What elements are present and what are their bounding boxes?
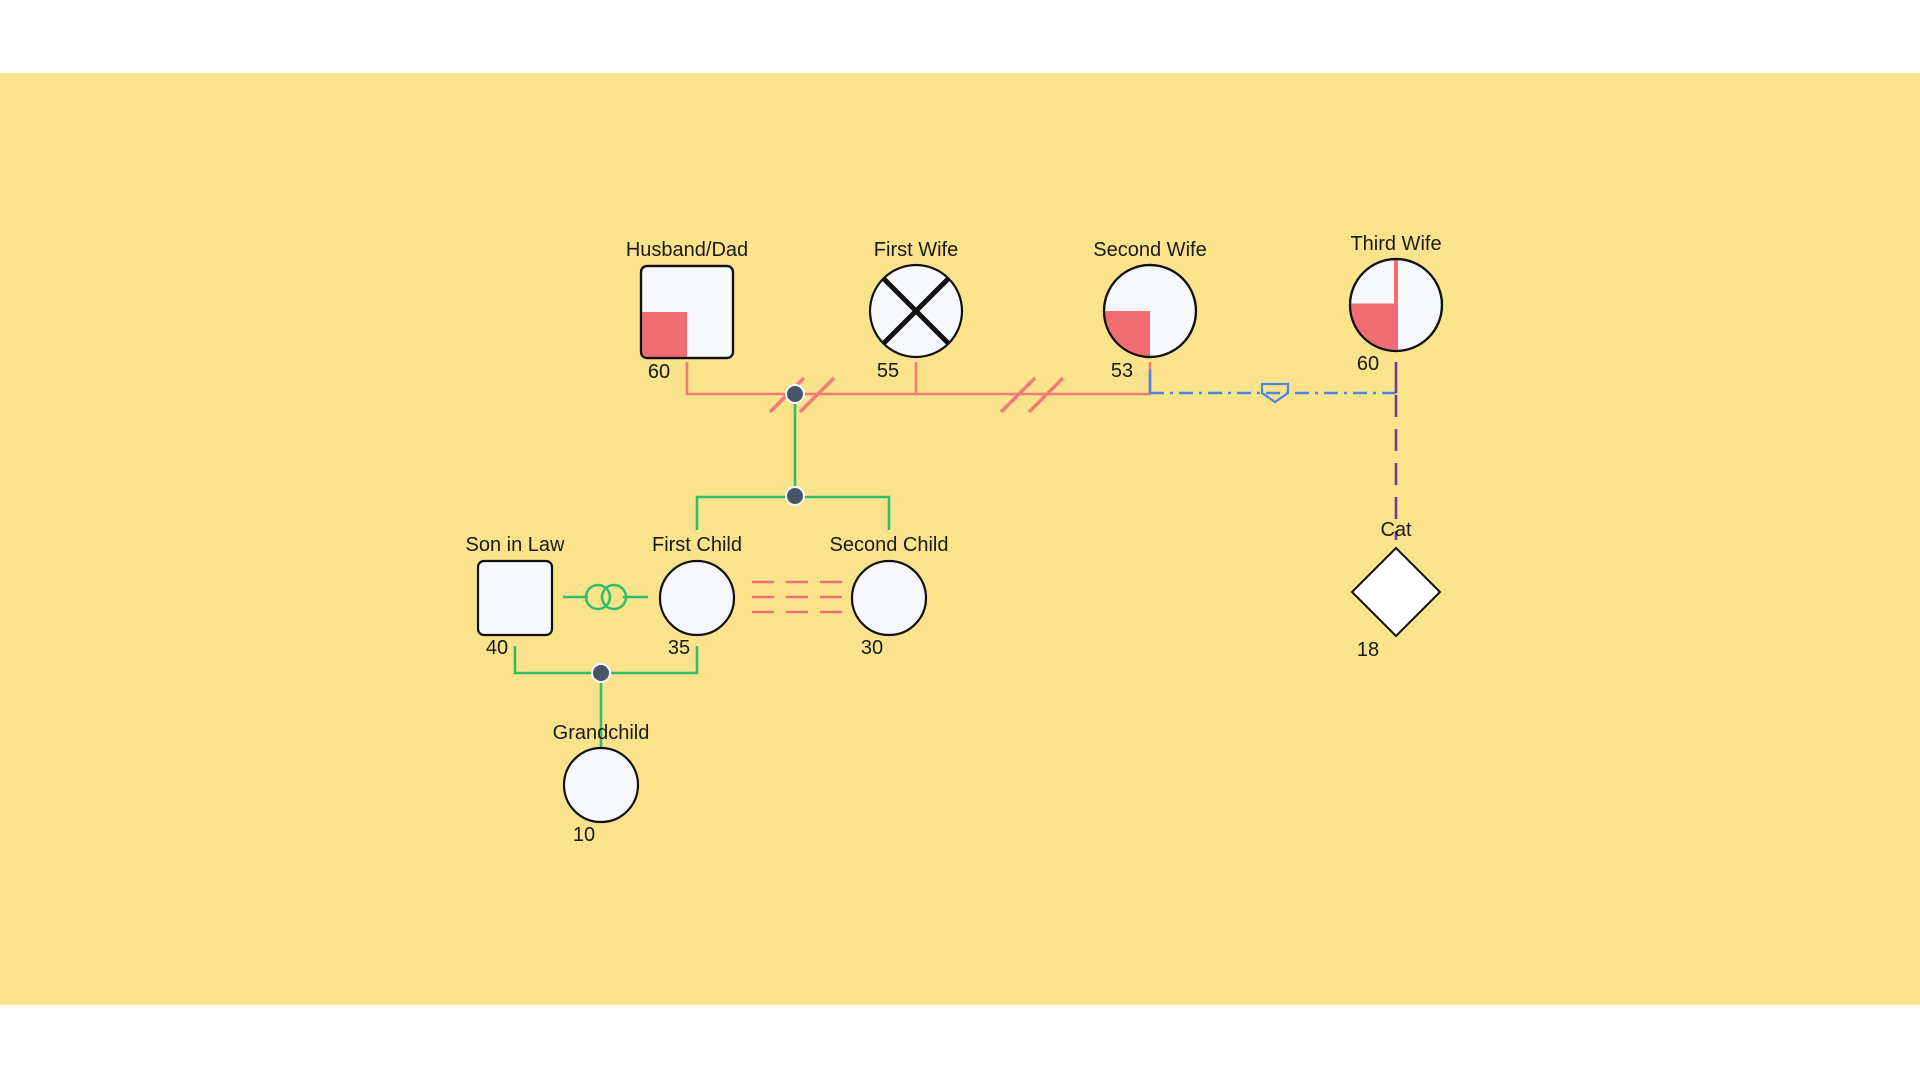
person-name: Husband/Dad	[626, 239, 748, 261]
hub-dot-first-marriage[interactable]	[785, 384, 805, 404]
chevron-down-icon	[1260, 382, 1290, 404]
deceased-cross-icon	[882, 277, 950, 345]
person-name: Son in Law	[466, 534, 566, 556]
affected-quarter	[642, 312, 687, 357]
hub-dot-second-generation[interactable]	[591, 663, 611, 683]
person-age: 40	[486, 637, 508, 659]
person-second-child[interactable]: Second Child 30	[830, 534, 949, 659]
person-age: 10	[573, 824, 595, 846]
person-name: First Child	[652, 534, 742, 556]
person-husband[interactable]: Husband/Dad 60	[626, 239, 748, 383]
person-age: 55	[877, 360, 899, 382]
person-second-wife[interactable]: Second Wife 53	[1093, 239, 1206, 382]
affected-quarter	[1104, 311, 1150, 357]
person-name: First Wife	[874, 239, 958, 261]
person-name: Second Wife	[1093, 239, 1206, 261]
person-name: Grandchild	[553, 722, 650, 744]
person-grandchild[interactable]: Grandchild 10	[553, 722, 650, 846]
pet-cat[interactable]: Cat 18	[1350, 519, 1442, 661]
person-age: 60	[648, 361, 670, 383]
pet-name: Cat	[1380, 519, 1412, 541]
conflict-line-siblings[interactable]	[752, 580, 842, 614]
person-age: 35	[668, 637, 690, 659]
divorce-marker-second	[999, 376, 1065, 414]
wedding-rings-icon	[584, 583, 628, 611]
pet-age: 18	[1357, 639, 1379, 661]
person-first-wife[interactable]: First Wife 55	[868, 239, 964, 382]
affected-quarter	[1350, 305, 1396, 351]
person-name: Third Wife	[1350, 233, 1441, 255]
diagram-canvas	[0, 73, 1920, 1005]
person-name: Second Child	[830, 534, 949, 556]
person-age: 60	[1357, 353, 1379, 375]
person-son-in-law[interactable]: Son in Law 40	[466, 534, 566, 659]
person-first-child[interactable]: First Child 35	[652, 534, 742, 659]
person-age: 53	[1111, 360, 1133, 382]
person-age: 30	[861, 637, 883, 659]
person-third-wife[interactable]: Third Wife 60	[1348, 233, 1444, 375]
hub-dot-sibship[interactable]	[785, 486, 805, 506]
